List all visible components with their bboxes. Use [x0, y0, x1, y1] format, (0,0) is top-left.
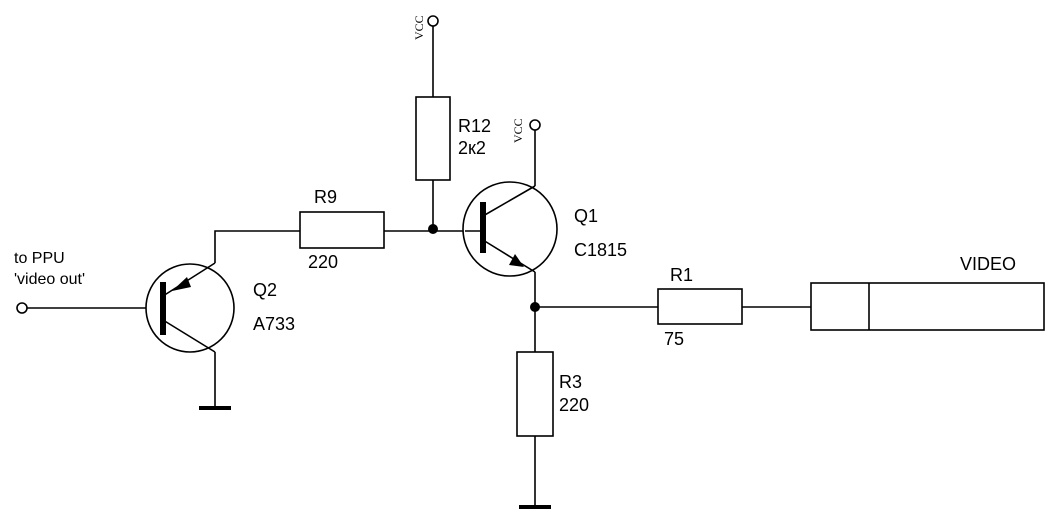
- r12-label: R12: [458, 116, 491, 136]
- q2-emitter-lead: [162, 262, 216, 297]
- r1-value: 75: [664, 329, 684, 349]
- resistor-r12: [415, 96, 451, 181]
- q1-emitter-lead: [482, 239, 536, 273]
- q2-label: Q2: [253, 280, 277, 300]
- r3-label: R3: [559, 372, 582, 392]
- q1-label: Q1: [574, 206, 598, 226]
- input-terminal: [16, 302, 28, 314]
- r3-value: 220: [559, 395, 589, 415]
- q2-body: [145, 263, 235, 353]
- r1-label: R1: [670, 265, 693, 285]
- r9-value: 220: [308, 252, 338, 272]
- input-label-line1: to PPU: [14, 250, 65, 267]
- connector-body: [810, 282, 1045, 331]
- resistor-r1: [657, 288, 743, 325]
- q1-collector-lead: [482, 185, 536, 217]
- video-connector: [810, 282, 1045, 331]
- q2-emitter-wire: [214, 230, 300, 263]
- vcc-label-1: VCC: [412, 15, 426, 40]
- r12-value: 2к2: [458, 138, 486, 158]
- q2-part-label: A733: [253, 314, 295, 334]
- transistor-q2: [145, 262, 235, 353]
- video-label: VIDEO: [960, 254, 1016, 274]
- vcc-label-2: VCC: [511, 118, 525, 143]
- transistor-q1: [462, 181, 558, 277]
- q1-body: [462, 181, 558, 277]
- vcc-terminal-1: [427, 15, 439, 27]
- q1-emitter-arrow-icon: [509, 254, 524, 267]
- vcc-terminal-2: [529, 119, 541, 131]
- q2-collector-lead: [162, 319, 216, 353]
- q1-part-label: C1815: [574, 240, 627, 260]
- resistor-r3: [516, 351, 554, 437]
- resistor-r9: [299, 211, 385, 249]
- input-label-line2: 'video out': [14, 271, 85, 288]
- r9-label: R9: [314, 187, 337, 207]
- q2-emitter-arrow-icon: [172, 277, 191, 291]
